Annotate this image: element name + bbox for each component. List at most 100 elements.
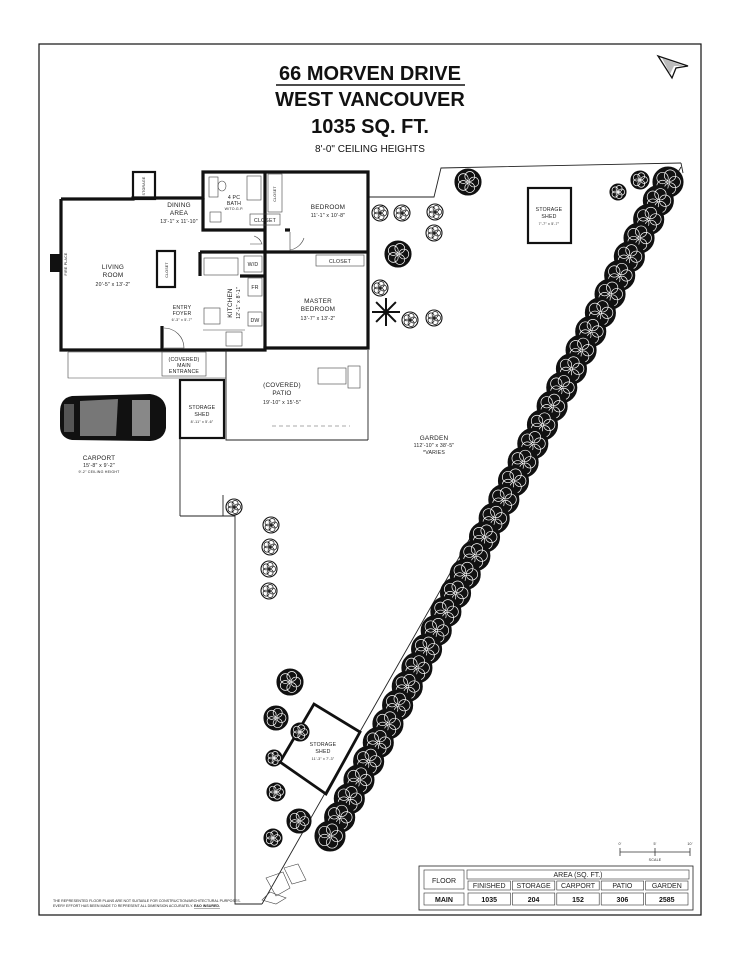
closet-living-label: CLOSET xyxy=(165,262,169,278)
table-value-cell xyxy=(645,892,689,906)
table-value-finished: 1035 xyxy=(481,897,497,904)
table-value-garden: 2585 xyxy=(659,897,675,904)
north-arrow-icon xyxy=(656,54,689,80)
scale-label: SCALE xyxy=(649,858,662,862)
carport-dims: 15'-8" x 9'-2" xyxy=(83,463,115,469)
kitchen-sink xyxy=(225,331,243,347)
tree-icon xyxy=(262,516,280,534)
table-value-cell xyxy=(467,892,511,906)
shed-small-dims: 8'-11" x 5'-6" xyxy=(191,420,214,424)
table-area-header: AREA (SQ. FT.) xyxy=(553,872,602,879)
shed-bottom-name1: STORAGE xyxy=(310,742,337,748)
shed-top-name1: STORAGE xyxy=(536,207,563,213)
scale-tick-0: 0' xyxy=(618,842,621,846)
shed-bottom-dims: 11'-3" x 7'-3" xyxy=(312,757,335,761)
table-header-cell xyxy=(512,880,556,891)
shed-top-dims: 7'-7" x 5'-7" xyxy=(539,222,560,226)
scale-tick-10: 10' xyxy=(687,842,692,846)
kitchen-dims: 12'-1" x 8'-1" xyxy=(236,287,242,319)
patio-line2: PATIO xyxy=(272,390,291,397)
garden-note: *VARIES xyxy=(423,450,445,456)
shed-small-name2: SHED xyxy=(194,412,209,418)
table-value-cell xyxy=(556,892,600,906)
table-header-finished: FINISHED xyxy=(473,883,506,890)
title-area: 1035 SQ. FT. xyxy=(311,116,429,138)
carport: CARPORT 15'-8" x 9'-2" 9'-2" CEILING HEI… xyxy=(60,394,166,474)
tree-icon xyxy=(425,224,443,242)
table-header-cell xyxy=(600,880,644,891)
garden-name: GARDEN xyxy=(420,435,449,442)
closet-living xyxy=(155,249,177,289)
tree-icon xyxy=(314,820,346,852)
tree-icon xyxy=(260,582,278,600)
shed-top-name2: SHED xyxy=(541,214,556,220)
main-entrance-area xyxy=(161,351,207,377)
tree-icon xyxy=(384,240,412,268)
carport-ceiling: 9'-2" CEILING HEIGHT xyxy=(78,470,120,474)
fridge xyxy=(247,277,263,297)
disclaimer-line2-main: EVERY EFFORT HAS BEEN MADE TO REPRESENT … xyxy=(53,904,193,908)
dining-name2: AREA xyxy=(170,210,189,217)
entry-name1: ENTRY xyxy=(173,305,192,311)
tree-icon xyxy=(260,560,278,578)
table-floor-header: FLOOR xyxy=(432,878,456,885)
patio: (COVERED) PATIO 19'-10" x 15'-5" xyxy=(225,350,368,441)
title-city: WEST VANCOUVER xyxy=(275,89,465,111)
tree-icon xyxy=(425,309,443,327)
master-dims: 13'-7" x 13'-2" xyxy=(301,316,336,322)
door-bedroom xyxy=(289,232,305,251)
storage-nook-label: STORAGE xyxy=(142,176,146,195)
tree-icon xyxy=(393,204,411,222)
table-header-cell xyxy=(645,880,689,891)
washer-dryer xyxy=(243,255,263,273)
tree-icon xyxy=(265,749,283,767)
table-header-garden: GARDEN xyxy=(652,883,682,890)
kitchen-name: KITCHEN xyxy=(227,288,234,318)
master-name1: MASTER xyxy=(304,298,332,305)
bedroom-name: BEDROOM xyxy=(311,204,345,211)
disclaimer-line2-emph: E&O INSURED. xyxy=(194,904,220,908)
tree-icon xyxy=(609,183,627,201)
sink xyxy=(209,211,222,223)
master-name2: BEDROOM xyxy=(301,306,335,313)
table-value-carport: 152 xyxy=(572,897,584,904)
living-name2: ROOM xyxy=(103,272,124,279)
tree-icon xyxy=(371,204,389,222)
table-header-carport: CARPORT xyxy=(561,883,596,890)
living-dims: 20'-5" x 13'-2" xyxy=(96,282,131,288)
entry-dims: 6'-3" x 5'-7" xyxy=(172,318,193,322)
dining-name1: DINING xyxy=(167,202,191,209)
fireplace-icon xyxy=(50,254,61,272)
entry-name2: FOYER xyxy=(173,311,192,317)
main-entrance-line2: MAIN xyxy=(177,363,191,369)
carport-name: CARPORT xyxy=(83,455,116,462)
disclaimer-line1: THE REPRESENTED FLOOR PLANS ARE NOT SUIT… xyxy=(53,899,241,903)
garden-dims: 112'-10" x 38'-5" xyxy=(414,443,455,449)
shed-small-name1: STORAGE xyxy=(189,405,216,411)
title-address: 66 MORVEN DRIVE xyxy=(279,63,461,85)
bath-note: W/TO.G.P. xyxy=(225,207,244,211)
tree-icon xyxy=(371,279,389,297)
closet-master-label: CLOSET xyxy=(329,259,352,265)
closet-hall-label: CLOSET xyxy=(254,218,277,224)
tree-icon xyxy=(426,203,444,221)
house: STORAGE 4 PC BATH W/TO.G.P. CLOSET CLOSE… xyxy=(50,170,370,379)
closet-bedroom xyxy=(267,173,283,213)
tree-icon xyxy=(630,170,650,190)
bath-name1: 4 PC xyxy=(228,195,240,201)
tree-icon xyxy=(263,705,289,731)
patio-dims: 19'-10" x 15'-5" xyxy=(263,400,301,406)
scale-tick-5: 5' xyxy=(653,842,656,846)
fireplace-label: FIRE PLACE xyxy=(64,252,68,275)
storage-shed-small: STORAGE SHED 8'-11" x 5'-6" xyxy=(178,378,226,440)
tree-icon xyxy=(263,828,283,848)
tree-icon xyxy=(276,668,304,696)
tree-icon xyxy=(225,498,243,516)
main-entrance-line1: (COVERED) xyxy=(169,357,200,363)
disclaimer-line2: EVERY EFFORT HAS BEEN MADE TO REPRESENT … xyxy=(53,904,220,908)
table-value-storage: 204 xyxy=(528,897,540,904)
table-header-cell xyxy=(556,880,600,891)
